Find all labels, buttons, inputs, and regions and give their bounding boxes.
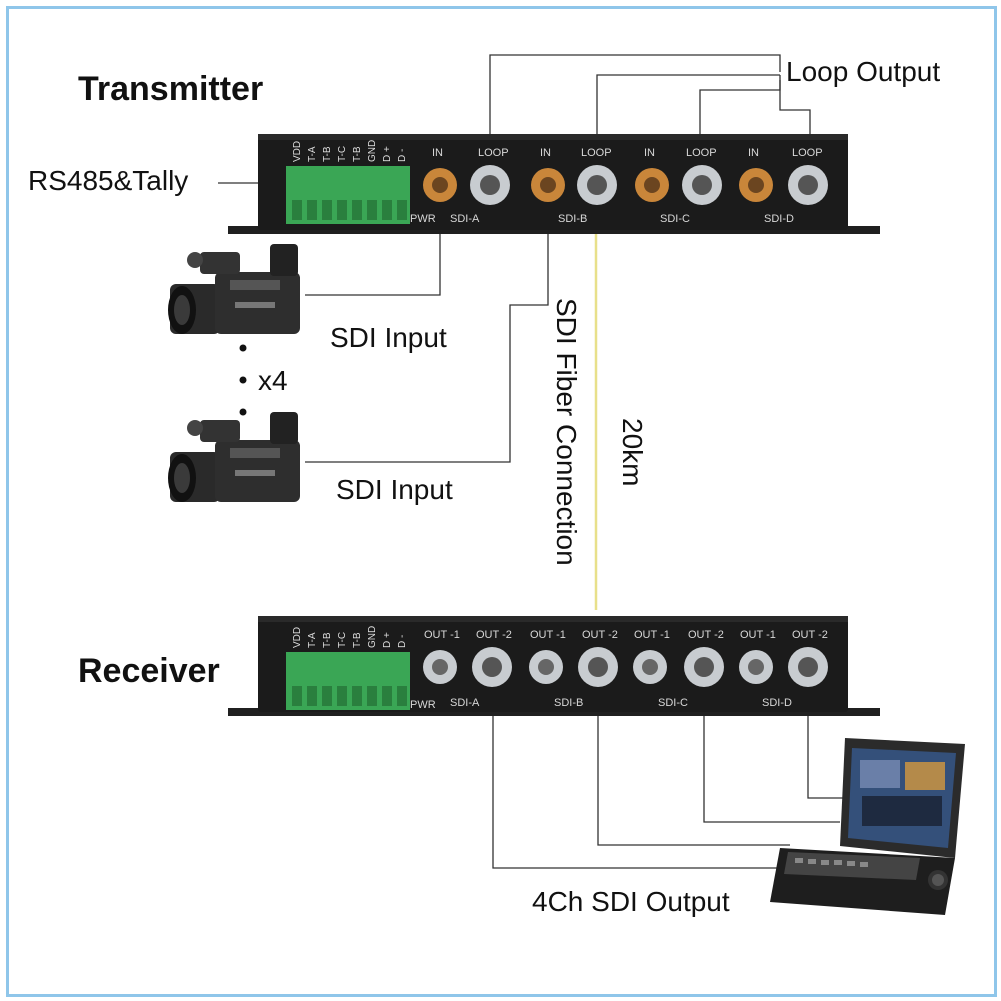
loop-output-label: Loop Output xyxy=(786,56,941,87)
rx-channel-label: SDI-D xyxy=(762,697,792,709)
rx-pin-label: T-C xyxy=(337,632,348,648)
tx-port-label: LOOP xyxy=(581,147,612,159)
tx-channel-label: SDI-D xyxy=(764,213,794,225)
tx-pin-label: VDD xyxy=(292,141,303,162)
tx-pin-label: T-A xyxy=(307,146,318,162)
rx-port-label: OUT -1 xyxy=(424,629,460,641)
tx-channel-label: SDI-A xyxy=(450,213,480,225)
loop-leader-d xyxy=(779,80,811,152)
tx-pin-label: D + xyxy=(382,146,393,162)
tx-port-label: IN xyxy=(644,147,655,159)
tx-port-label: LOOP xyxy=(792,147,823,159)
camera-1 xyxy=(168,244,300,334)
output-line-b xyxy=(597,690,790,846)
rx-port-label: OUT -1 xyxy=(634,629,670,641)
transmitter-title: Transmitter xyxy=(78,70,264,108)
loop-leader-b xyxy=(596,74,780,152)
tx-port-label: IN xyxy=(540,147,551,159)
sdi-input-line-2 xyxy=(305,190,549,463)
rx-channel-label: SDI-A xyxy=(450,697,480,709)
output-line-c xyxy=(703,690,840,823)
tx-port-label: LOOP xyxy=(478,147,509,159)
rx-channel-label: SDI-B xyxy=(554,697,583,709)
rx-port-label: OUT -2 xyxy=(582,629,618,641)
tx-pin-label: T-B xyxy=(322,146,333,162)
tx-pin-label: D - xyxy=(397,149,408,162)
fiber-connection-label: SDI Fiber Connection xyxy=(551,298,582,566)
tx-port-label: IN xyxy=(432,147,443,159)
camera-multiplier-label: x4 xyxy=(258,365,288,396)
rx-port-label: OUT -2 xyxy=(476,629,512,641)
tx-pwr-label: PWR xyxy=(410,213,436,225)
rx-pin-label: D + xyxy=(382,632,393,648)
output-label: 4Ch SDI Output xyxy=(532,886,730,917)
output-line-a xyxy=(492,690,790,869)
tx-port-label: IN xyxy=(748,147,759,159)
rs485-label: RS485&Tally xyxy=(28,165,189,196)
rx-port-label: OUT -2 xyxy=(688,629,724,641)
rx-connectors xyxy=(423,647,828,687)
ellipsis-dots xyxy=(239,344,247,416)
rx-pin-label: T-B xyxy=(322,632,333,648)
distance-label: 20km xyxy=(617,418,648,487)
rx-pin-label: T-B xyxy=(352,632,363,648)
rx-port-label: OUT -2 xyxy=(792,629,828,641)
tx-connectors xyxy=(423,165,828,205)
tx-channel-label: SDI-C xyxy=(660,213,690,225)
rx-port-label: OUT -1 xyxy=(530,629,566,641)
receiver-title: Receiver xyxy=(78,652,220,690)
rx-port-label: OUT -1 xyxy=(740,629,776,641)
rx-pin-label: D - xyxy=(397,635,408,648)
sdi-input-label-1: SDI Input xyxy=(330,322,447,353)
portable-switcher-laptop xyxy=(770,738,965,915)
transmitter-device: VDD T-A T-B T-C T-B GND D + D - IN LOOP IN LOOP IN L… xyxy=(228,134,880,234)
loop-leader-a xyxy=(489,54,781,152)
camera-2 xyxy=(168,412,300,502)
rx-pin-label: GND xyxy=(367,626,378,648)
tx-pin-label: GND xyxy=(367,140,378,162)
tx-pin-label: T-B xyxy=(352,146,363,162)
rx-pwr-label: PWR xyxy=(410,699,436,711)
receiver-device: VDD T-A T-B T-C T-B GND D + D - OUT -1 OUT -2 OUT… xyxy=(228,616,880,716)
rx-channel-label: SDI-C xyxy=(658,697,688,709)
tx-channel-label: SDI-B xyxy=(558,213,587,225)
tx-pin-label: T-C xyxy=(337,146,348,162)
rx-pin-label: VDD xyxy=(292,627,303,648)
rx-pin-label: T-A xyxy=(307,632,318,648)
tx-port-label: LOOP xyxy=(686,147,717,159)
sdi-input-label-2: SDI Input xyxy=(336,474,453,505)
output-line-d xyxy=(807,690,848,799)
